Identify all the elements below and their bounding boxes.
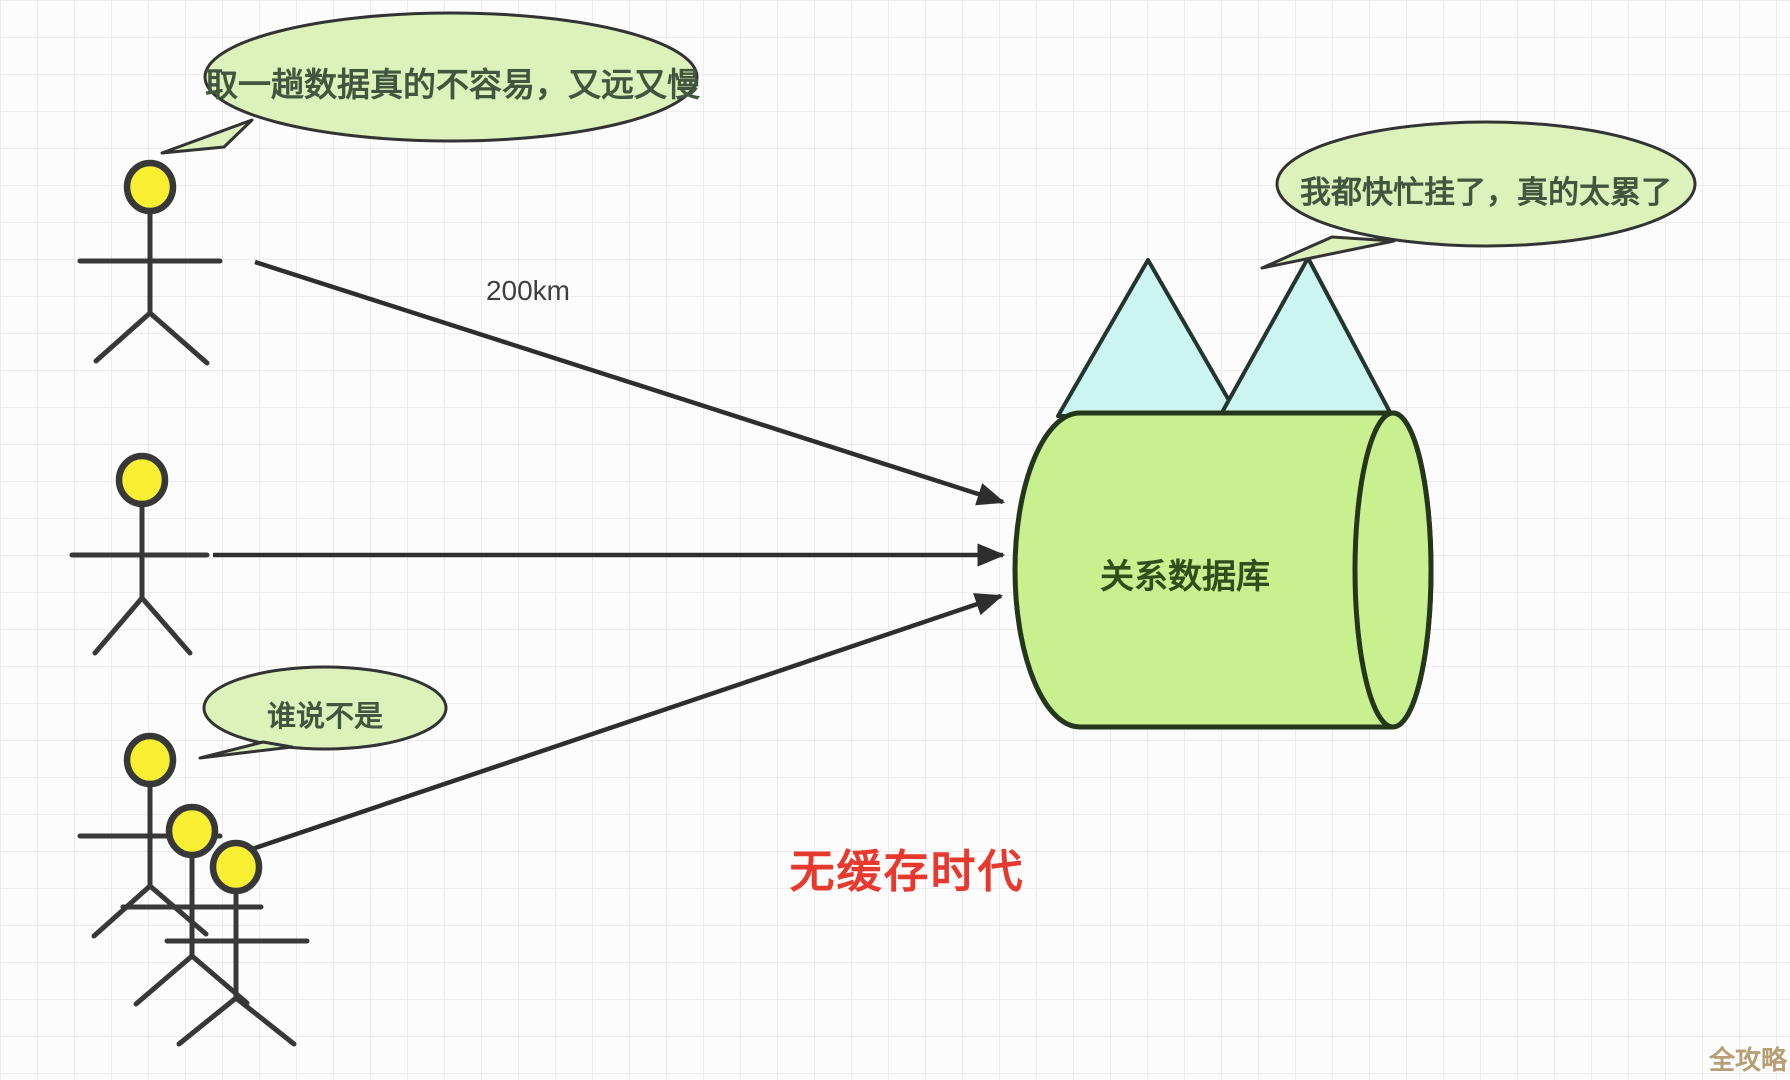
speech-bubble-small-text: 谁说不是	[266, 701, 383, 733]
database-label: 关系数据库	[1100, 558, 1270, 596]
bubble-tail	[198, 740, 294, 760]
watermark: 全攻略	[1708, 1045, 1787, 1075]
speech-bubble-left	[160, 11, 699, 155]
mountain-right-icon	[1218, 256, 1394, 418]
person-head-icon	[165, 803, 219, 859]
stick-figure-top	[77, 159, 223, 366]
stick-figure-middle	[69, 452, 210, 656]
person-head-icon	[123, 732, 177, 788]
cylinder-right-cap	[1352, 410, 1434, 730]
speech-bubble-small	[198, 665, 448, 760]
mountain-icons	[1056, 256, 1394, 418]
bubble-tail	[1260, 235, 1396, 270]
speech-bubbles	[160, 11, 1697, 760]
distance-label: 200km	[485, 275, 571, 306]
person-head-icon	[209, 839, 263, 895]
person-head-icon	[115, 452, 169, 508]
request-arrows	[213, 259, 1006, 852]
stick-figure-group-bottom	[77, 732, 310, 1047]
bubble-tail	[160, 118, 254, 155]
arrow-bottom	[251, 593, 1004, 852]
person-head-icon	[123, 159, 177, 215]
era-title: 无缓存时代	[789, 846, 1025, 897]
speech-bubble-right	[1260, 120, 1697, 270]
database-cylinder	[1012, 410, 1434, 730]
speech-bubble-left-text: 取一趟数据真的不容易，又远又慢	[205, 66, 700, 103]
mountain-left-icon	[1056, 258, 1240, 418]
speech-bubble-right-text: 我都快忙挂了，真的太累了	[1300, 175, 1672, 210]
arrow-top	[254, 259, 1006, 506]
